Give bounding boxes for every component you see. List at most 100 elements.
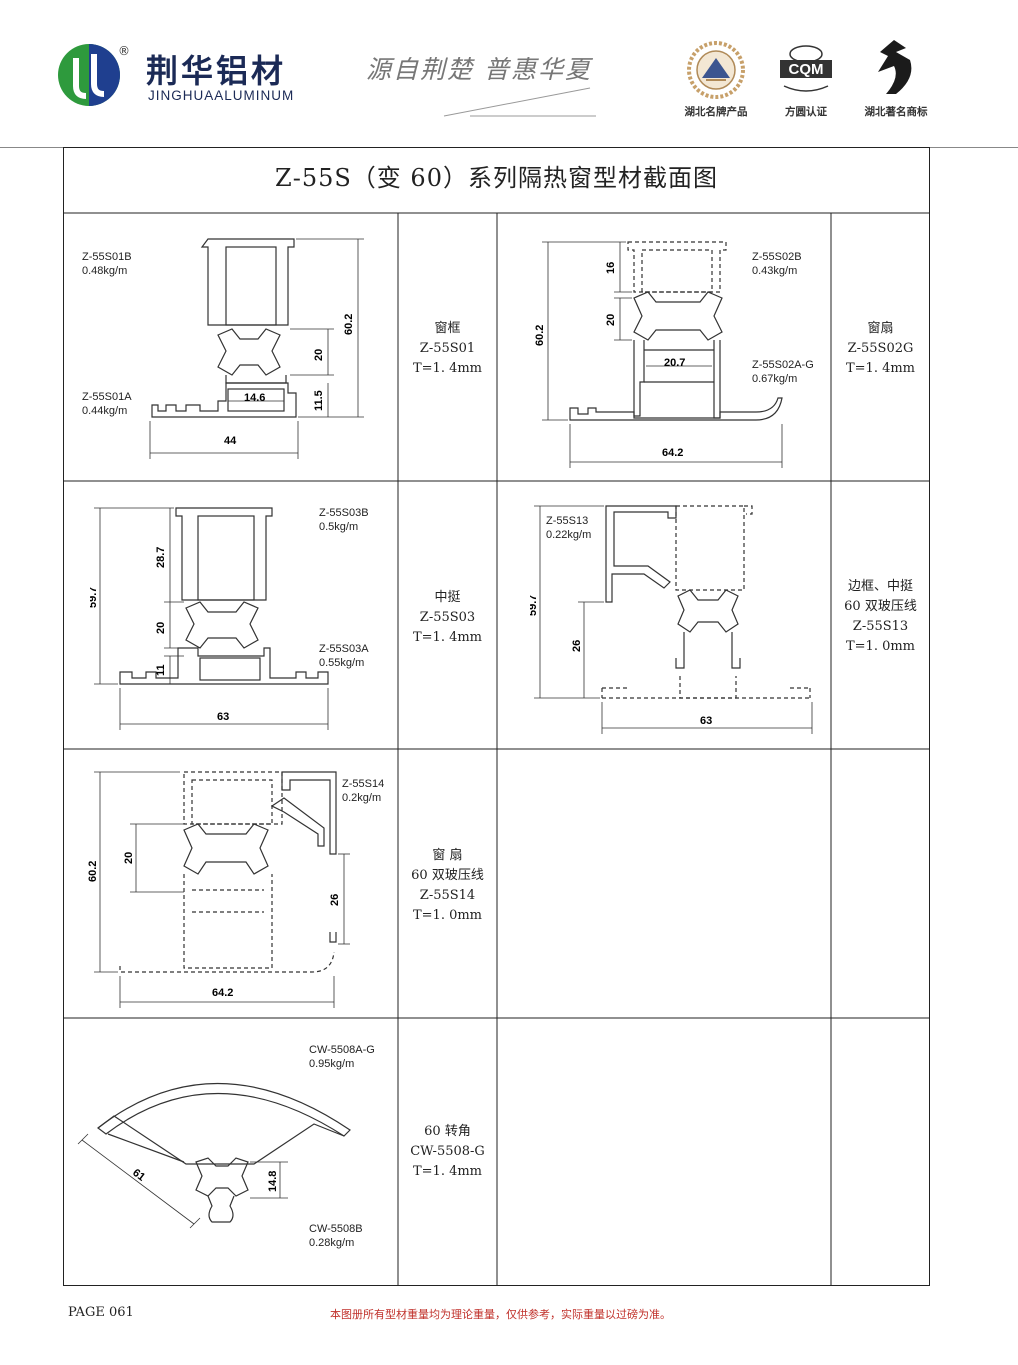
profile-type: 边框、中挺 [847,579,913,594]
profile-label: Z-55S14 0.2kg/m [342,777,384,805]
profile-label: Z-55S13 0.22kg/m [546,514,591,542]
profile-code: Z-55S02A-G [752,359,814,371]
brand-english-name: JINGHUAALUMINUM [148,88,295,103]
profile-model: Z-55S14 [419,888,476,903]
cqm-logo-text: CQM [789,61,824,78]
dim-label: 59.7 [530,595,539,616]
brand-name: 荆华铝材 [146,52,287,90]
profile-code: Z-55S03B [319,507,369,519]
registered-mark: ® [118,44,130,58]
cert-label-hubei-brand: 湖北名牌产品 [684,106,748,118]
dim-label: 26 [571,640,583,652]
dim-label: 16 [605,262,617,274]
profile-label: Z-55S03A 0.55kg/m [319,642,369,670]
dim-label: 14.8 [267,1171,279,1192]
page-title: Z-55S（变 60）系列隔热窗型材截面图 [275,164,718,192]
profile-label: Z-55S02B 0.43kg/m [752,250,802,278]
weight-disclaimer: 本图册所有型材重量均为理论重量，仅供参考，实际重量以过磅为准。 [330,1308,671,1321]
dim-label: 14.6 [244,392,265,404]
profile-type: 窗 扇 [432,848,463,863]
profile-code: CW-5508B [309,1223,363,1235]
profile-drawing-z55s01: 44 14.6 60.2 20 11.5 [149,238,364,459]
dim-label: 26 [329,894,341,906]
profile-description: 60 转角 CW-5508-G T=1. 4mm [398,1122,497,1182]
profile-weight: 0.28kg/m [309,1237,355,1249]
profile-thickness: T=1. 4mm [412,1164,483,1179]
profile-drawing-z55s14: 64.2 60.2 20 26 [87,771,350,1008]
profile-model: Z-55S01 [419,341,476,356]
profile-model: Z-55S02G [847,341,914,356]
profile-weight: 0.67kg/m [752,373,798,385]
company-logo-icon [58,44,120,106]
dim-label: 20 [605,314,617,326]
profile-drawing-z55s13: 63 59.7 26 [530,505,813,734]
profile-model: CW-5508-G [410,1144,485,1159]
dim-label: 61 [130,1167,147,1184]
spec-table-grid [63,147,930,1286]
profile-label: CW-5508A-G 0.95kg/m [309,1043,375,1071]
profile-code: Z-55S14 [342,778,385,790]
cert-label-trademark: 湖北著名商标 [864,106,928,118]
dim-label: 60.2 [343,314,355,335]
profile-weight: 0.2kg/m [342,792,382,804]
page-header: ® 荆华铝材 JINGHUAALUMINUM 源自荆楚 普惠华夏 湖北名牌产品 … [0,0,1018,140]
profile-weight: 0.44kg/m [82,405,128,417]
slogan: 源自荆楚 普惠华夏 [366,55,592,84]
dim-label: 11 [155,664,167,676]
dim-label: 20 [313,349,325,361]
hubei-brand-seal-icon [687,41,745,99]
profile-drawing-z55s03: 63 59.7 28.7 20 11 [90,507,329,730]
profile-label: Z-55S02A-G 0.67kg/m [752,358,814,386]
cert-label-cqm: 方圆认证 [785,106,827,118]
dim-label: 20.7 [664,357,685,369]
profile-weight: 0.43kg/m [752,265,798,277]
slogan-underline [443,87,596,117]
dim-label: 11.5 [313,390,325,411]
profile-weight: 0.22kg/m [546,529,592,541]
profile-type: 中挺 [434,590,461,605]
profile-weight: 0.5kg/m [319,521,359,533]
dim-label: 64.2 [662,447,683,459]
profile-thickness: T=1. 4mm [412,630,483,645]
profile-code: Z-55S03A [319,643,369,655]
dim-label: 44 [224,435,237,447]
profile-weight: 0.48kg/m [82,265,128,277]
profile-thickness: T=1. 0mm [412,908,483,923]
profile-model: Z-55S13 [852,619,909,634]
profile-code: CW-5508A-G [309,1044,375,1056]
profile-drawing-z55s02: 20.7 64.2 60.2 16 20 [534,241,783,468]
profile-label: CW-5508B 0.28kg/m [309,1222,363,1250]
dim-label: 63 [700,715,712,727]
profile-model: Z-55S03 [419,610,476,625]
profile-label: Z-55S01A 0.44kg/m [82,390,132,418]
profile-drawing-cw5508: 61 14.8 [77,1082,351,1229]
profile-thickness: T=1. 4mm [845,361,916,376]
dim-label: 59.7 [90,587,99,608]
dim-label: 63 [217,711,229,723]
profile-description: 窗 扇 60 双玻压线 Z-55S14 T=1. 0mm [398,846,497,926]
profile-code: Z-55S01B [82,251,132,263]
dim-label: 64.2 [212,987,233,999]
profile-thickness: T=1. 0mm [845,639,916,654]
profile-usage: 60 双玻压线 [411,868,484,883]
profile-code: Z-55S13 [546,515,589,527]
profile-code: Z-55S01A [82,391,132,403]
profile-description: 窗框 Z-55S01 T=1. 4mm [398,319,497,379]
dim-label: 60.2 [534,325,546,346]
dim-label: 60.2 [87,861,99,882]
profile-label: Z-55S03B 0.5kg/m [319,506,369,534]
dim-label: 20 [155,622,167,634]
profile-type: 窗扇 [867,321,894,336]
page-number: PAGE 061 [68,1305,134,1320]
famous-trademark-icon [878,40,912,94]
profile-type: 60 转角 [424,1124,471,1139]
dim-label: 28.7 [155,547,167,568]
profile-code: Z-55S02B [752,251,802,263]
profile-type: 窗框 [434,321,461,336]
profile-thickness: T=1. 4mm [412,361,483,376]
profile-description: 中挺 Z-55S03 T=1. 4mm [398,588,497,648]
profile-description: 窗扇 Z-55S02G T=1. 4mm [831,319,930,379]
profile-weight: 0.95kg/m [309,1058,355,1070]
profile-label: Z-55S01B 0.48kg/m [82,250,132,278]
cqm-certification-icon: CQM [780,45,832,92]
